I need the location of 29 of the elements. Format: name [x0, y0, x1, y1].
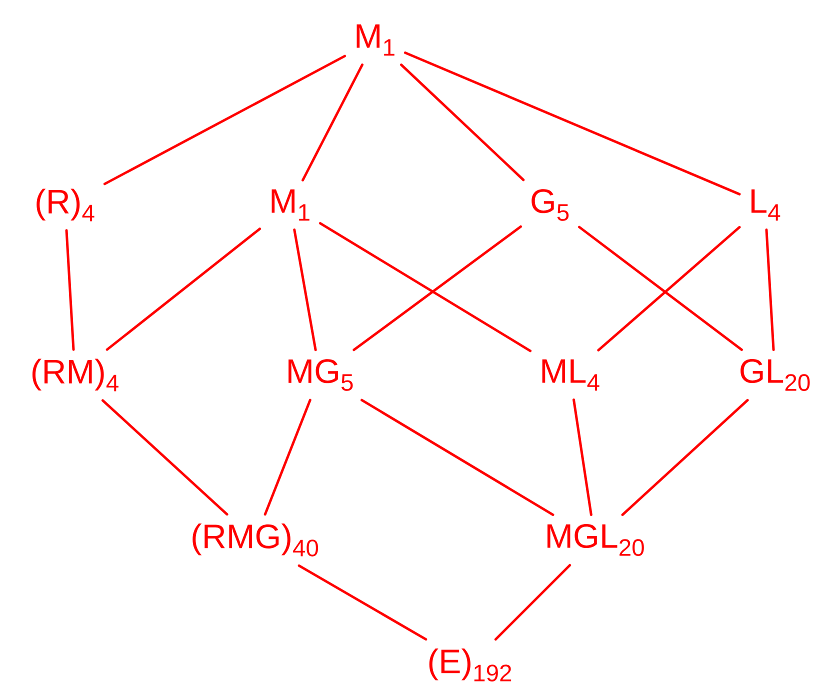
connector-line [765, 228, 775, 352]
connector-line [400, 64, 525, 182]
node-label: GL$_{20}$ [740, 358, 810, 391]
node-label: MGL$_{20}$ [547, 524, 644, 556]
connector-line [404, 51, 741, 196]
connector-line [572, 398, 592, 516]
node-label: M$_{1}$ [272, 189, 310, 221]
connector-line [318, 222, 532, 352]
connector-line [264, 398, 312, 516]
node-label: M$_{1}$ [356, 24, 394, 56]
node-label: (RM)$_{4}$ [32, 358, 118, 392]
connector-line [101, 399, 228, 516]
connector-line [293, 228, 317, 352]
node-label: L$_{4}$ [751, 189, 780, 221]
node-label: ML$_{4}$ [542, 359, 600, 391]
connector-line [494, 564, 572, 641]
connector-line [352, 225, 522, 352]
connector-line [298, 564, 428, 641]
connector-line [621, 398, 749, 516]
node-label: G$_{5}$ [532, 189, 569, 221]
connector-line [106, 228, 262, 351]
connector-line [65, 229, 75, 351]
connector-line [360, 398, 554, 516]
node-label: MG$_{5}$ [288, 359, 353, 391]
connector-line [302, 64, 364, 182]
node-label: (RMG)$_{40}$ [192, 524, 318, 556]
connector-line [103, 54, 346, 186]
node-label: (R)$_{4}$ [36, 188, 94, 222]
node-label: (E)$_{192}$ [429, 648, 512, 682]
